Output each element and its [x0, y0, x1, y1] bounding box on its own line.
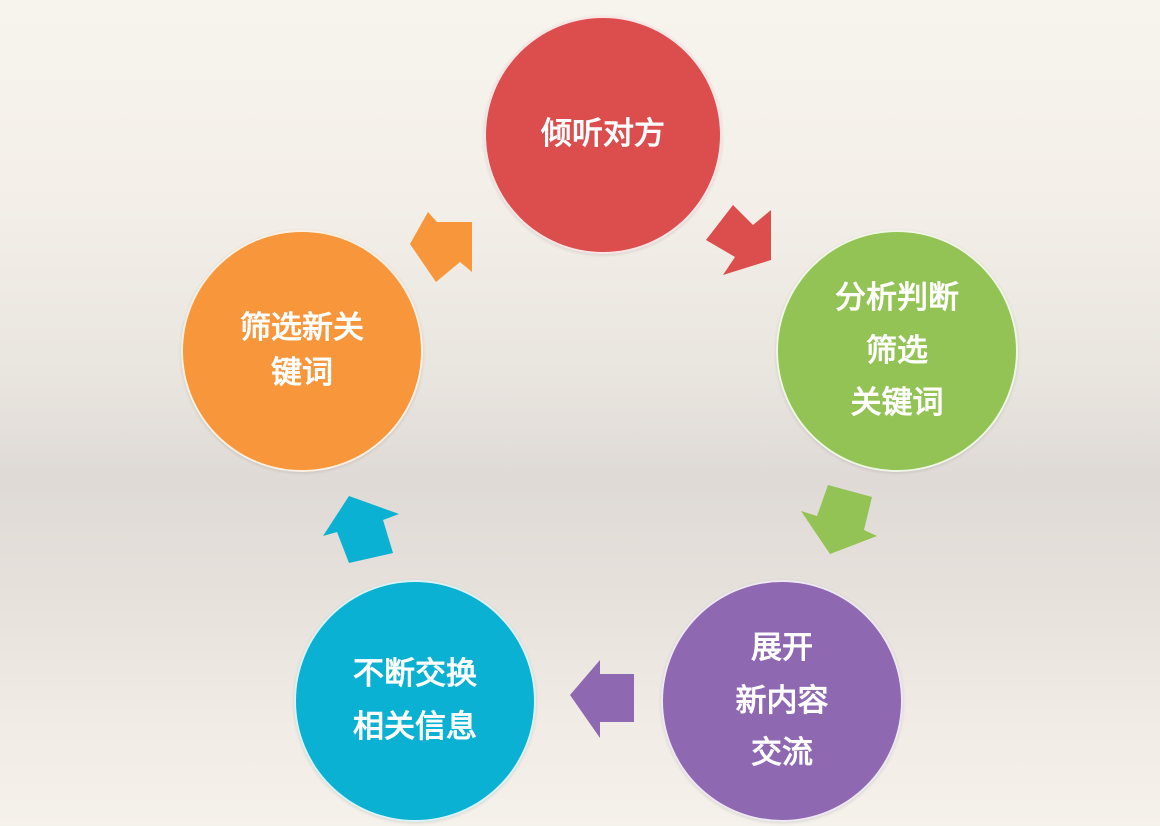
node-expand-label: 展开 新内容 交流 — [735, 629, 829, 772]
node-analyze: 分析判断 筛选 关键词 — [776, 230, 1018, 472]
node-refilter: 筛选新关 键词 — [181, 230, 423, 472]
node-exchange-label: 不断交换 相关信息 — [353, 656, 477, 745]
node-listen: 倾听对方 — [484, 16, 722, 254]
arrow-up-icon — [323, 496, 399, 563]
node-listen-label: 倾听对方 — [541, 116, 665, 153]
node-refilter-label: 筛选新关 键词 — [240, 310, 364, 391]
arrow-right-down-icon — [706, 205, 771, 275]
arrow-left-icon — [570, 660, 634, 738]
arrow-up-right-icon — [410, 212, 472, 282]
node-expand: 展开 新内容 交流 — [661, 580, 903, 822]
node-exchange: 不断交换 相关信息 — [294, 580, 536, 822]
arrow-down-left-icon — [801, 485, 877, 554]
node-analyze-label: 分析判断 筛选 关键词 — [835, 279, 959, 422]
